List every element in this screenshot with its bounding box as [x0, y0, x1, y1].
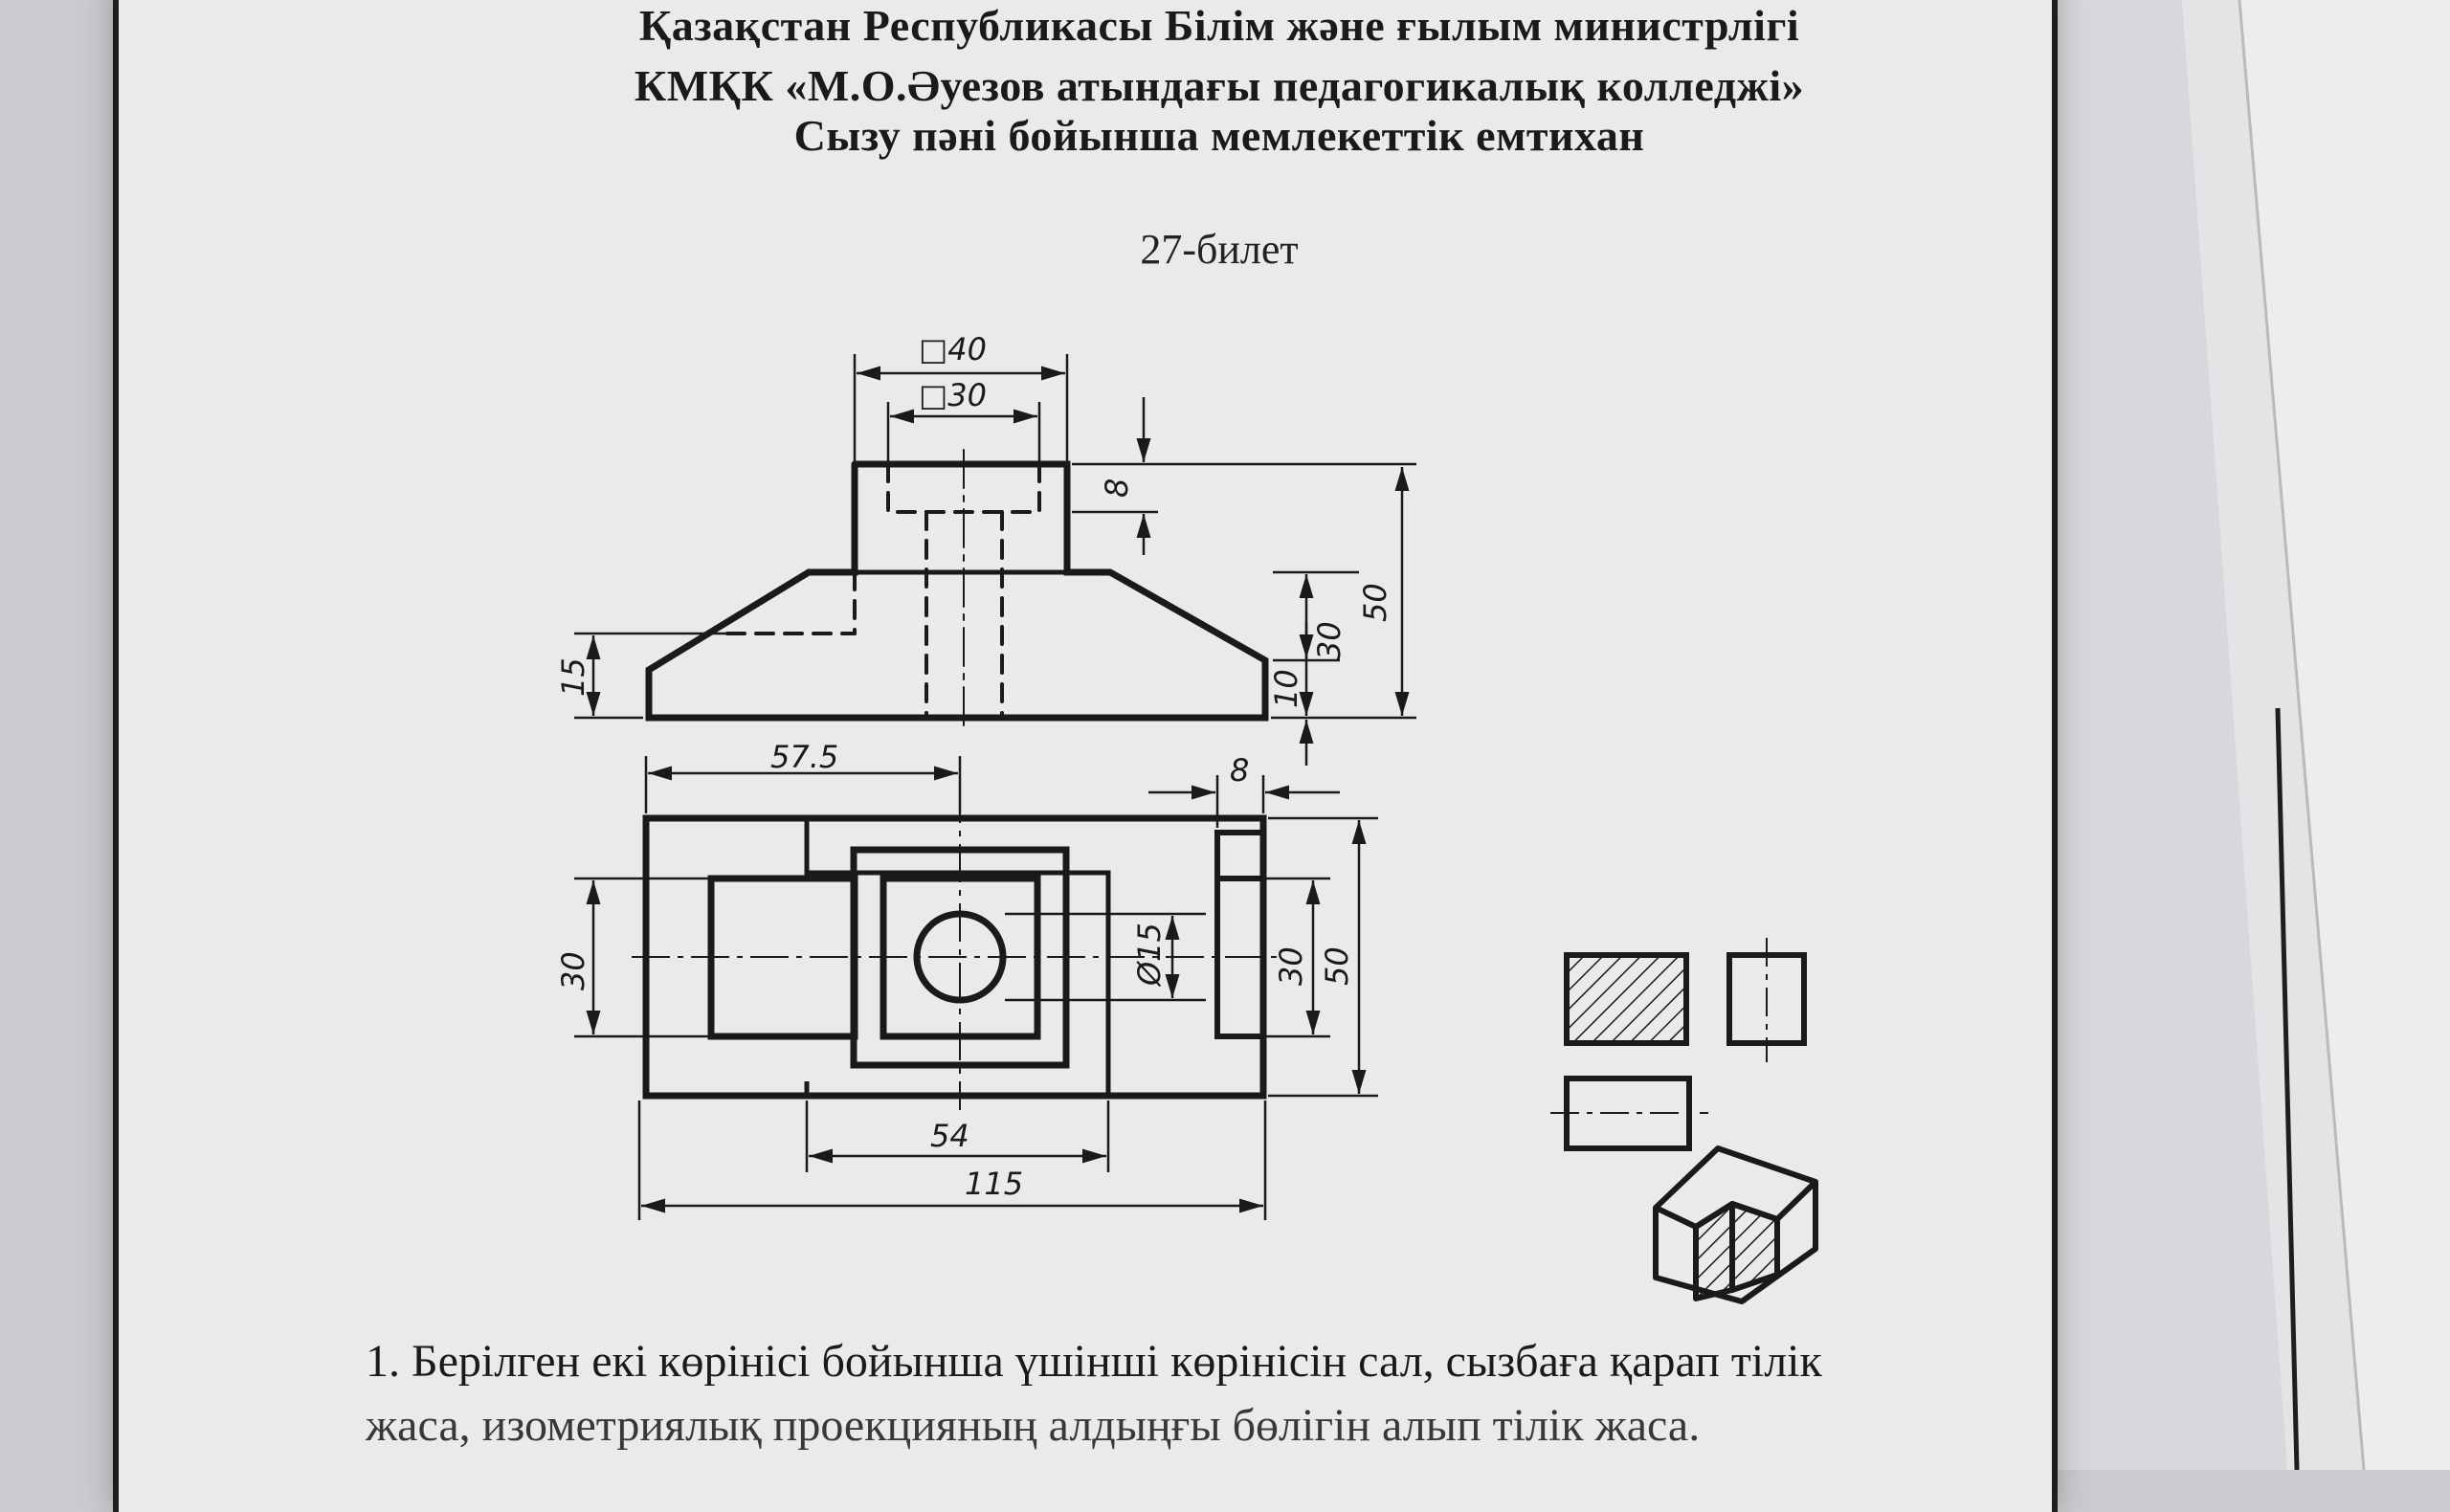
dim-30-plan-left: 30 — [555, 951, 591, 990]
technical-drawing: □40 □30 8 50 30 10 15 — [555, 331, 1818, 1304]
dim-115: 115 — [965, 1166, 1023, 1202]
exam-sheet: Қазақстан Республикасы Білім және ғылым … — [113, 0, 2058, 1512]
front-dimension-lines — [574, 354, 1416, 766]
dim-50-plan: 50 — [1319, 946, 1355, 986]
dim-30-plan-right: 30 — [1273, 946, 1309, 986]
dim-30-front: 30 — [1311, 621, 1348, 660]
dim-square-40: □40 — [919, 331, 987, 367]
ministry-heading: Қазақстан Республикасы Білім және ғылым … — [638, 1, 1800, 50]
hatched-section — [1564, 952, 1689, 1046]
front-view-outline — [645, 460, 1269, 722]
isometric-block — [1653, 1145, 1818, 1304]
dim-8-slot: 8 — [1230, 752, 1249, 789]
dim-8-top: 8 — [1099, 478, 1135, 498]
top-view — [632, 785, 1282, 1110]
college-heading: КМҚК «М.О.Әуезов атындағы педагогикалық … — [634, 61, 1805, 110]
front-view — [645, 449, 1269, 728]
dim-10: 10 — [1268, 669, 1304, 708]
ticket-number: 27-билет — [1140, 226, 1299, 273]
section-example — [1550, 938, 1818, 1304]
exam-heading: Сызу пәні бойынша мемлекеттік емтихан — [793, 111, 1645, 160]
dim-50-front: 50 — [1357, 583, 1393, 622]
task-text-line-2: жаса, изометриялық проекцияның алдыңғы б… — [366, 1400, 1701, 1451]
dim-phi-15: Ø15 — [1131, 923, 1168, 988]
dim-57-5: 57.5 — [770, 739, 838, 775]
dim-square-30: □30 — [919, 377, 987, 413]
dim-15: 15 — [555, 657, 591, 697]
dim-54: 54 — [930, 1118, 969, 1154]
task-text-line-1: 1. Берілген екі көрінісі бойынша үшінші … — [366, 1336, 1822, 1387]
top-dimension-lines — [574, 756, 1378, 1220]
